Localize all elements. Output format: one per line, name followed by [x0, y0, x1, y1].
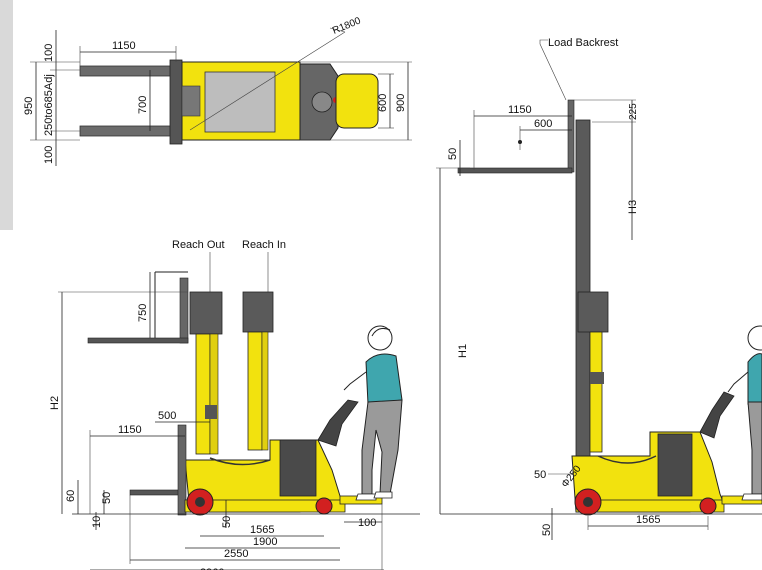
mast-head-reach-out — [189, 291, 223, 335]
top-dim-top-offset: 100 — [43, 44, 55, 62]
operator-left — [343, 325, 403, 501]
dim-fork-height-60: 60 — [65, 490, 77, 502]
left-drive-wheel — [315, 497, 333, 515]
dim-fork-1150: 1150 — [118, 424, 142, 436]
top-dim-chassis-width: 600 — [377, 94, 389, 112]
top-fork-lower — [79, 125, 177, 137]
right-dim-load-center-600: 600 — [534, 118, 552, 130]
top-dim-fork-spread: 250to685Adj — [43, 74, 55, 136]
right-dim-wheelbase-1565: 1565 — [636, 514, 660, 526]
top-platform — [335, 73, 379, 129]
right-dim-h3: H3 — [627, 200, 639, 214]
dim-ground-clearance-10: 10 — [91, 516, 103, 528]
right-tiller — [699, 391, 735, 439]
right-mast-upper — [575, 119, 591, 461]
dim-rear-100: 100 — [358, 517, 376, 529]
side-view-right: Load Backrest 1150 — [436, 37, 762, 540]
left-battery — [279, 439, 317, 497]
page-edge-strip — [0, 0, 13, 230]
dim-wheelbase-1565: 1565 — [250, 524, 274, 536]
dim-reach-500: 500 — [158, 410, 176, 422]
dim-overall-2550: 2550 — [224, 548, 248, 560]
right-dim-fork-1150: 1150 — [508, 104, 532, 116]
right-dim-fork-thickness-50: 50 — [447, 148, 459, 160]
dim-leg-length-1900: 1900 — [253, 536, 277, 548]
top-view: 1150 950 100 250to685Adj 100 700 R1800 6… — [23, 15, 412, 166]
dim-leg-height-50: 50 — [221, 516, 233, 528]
right-backrest — [567, 99, 575, 173]
right-mast-head — [577, 291, 609, 333]
left-tiller — [317, 399, 359, 447]
top-mast-area — [204, 71, 276, 133]
label-reach-out: Reach Out — [172, 239, 225, 251]
raised-fork — [87, 337, 189, 344]
right-mast-yellow — [589, 331, 603, 453]
top-dim-inner-width: 700 — [137, 96, 149, 114]
right-dim-ground-50: 50 — [541, 524, 553, 536]
top-dim-body-width: 900 — [395, 94, 407, 112]
top-dim-overall-width: 950 — [23, 97, 35, 115]
dim-backrest-750: 750 — [137, 304, 149, 322]
dim-h2: H2 — [49, 396, 61, 410]
dim-overall-2960: 2960 — [200, 567, 224, 570]
top-dim-bottom-offset: 100 — [43, 146, 55, 164]
operator-right — [727, 325, 762, 501]
right-raised-fork — [457, 167, 573, 174]
top-dim-turning-radius: R1800 — [331, 15, 363, 36]
right-battery — [657, 433, 693, 497]
right-drive-wheel — [699, 497, 717, 515]
top-carriage — [169, 59, 183, 145]
top-cylinder — [181, 85, 201, 117]
side-view-left: Reach Out Reach In — [49, 239, 420, 570]
label-reach-in: Reach In — [242, 239, 286, 251]
right-dim-leg-50: 50 — [534, 469, 546, 481]
top-fork-upper — [79, 65, 177, 77]
top-dim-fork-length: 1150 — [112, 40, 136, 52]
dim-fork-thickness-50: 50 — [101, 492, 113, 504]
right-dim-backrest-225: 225 — [628, 103, 639, 120]
mast-reach-in — [247, 331, 263, 451]
right-dim-h1: H1 — [457, 344, 469, 358]
top-steering — [311, 91, 333, 113]
mast-head-reach-in — [242, 291, 274, 333]
mast-reach-out — [195, 333, 211, 455]
label-load-backrest: Load Backrest — [548, 37, 618, 49]
